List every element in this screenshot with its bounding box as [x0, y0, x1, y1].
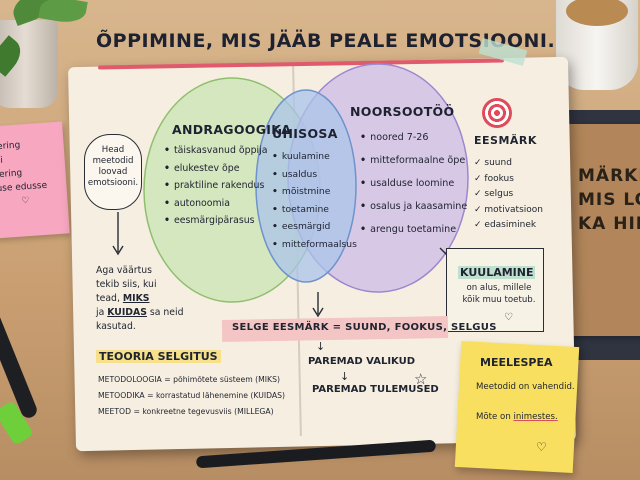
teooria-title: TEOORIA SELGITUS — [96, 350, 221, 363]
theory-item: MEETOD = konkreetne tegevusviis (MILLEGA… — [98, 407, 274, 416]
meelespea-title: MEELESPEA — [480, 356, 553, 369]
noorsootoo-list: •noored 7-26 •mitteformaalne õpe •usaldu… — [360, 126, 467, 241]
target-icon — [482, 98, 512, 128]
cloud-line: Head — [101, 145, 125, 155]
venn-down-arrow — [312, 292, 324, 318]
list-item: •eesmärgipärasus — [164, 215, 255, 226]
list-item: •eesmärgid — [272, 221, 331, 232]
checklist-item: ✓ fookus — [474, 173, 514, 184]
eesmark-title: EESMÄRK — [474, 134, 537, 147]
list-item: •arengu toetamine — [360, 224, 457, 235]
uhisosa-title: ÜHISOSA — [272, 126, 338, 141]
note-line: Aga väärtus — [96, 265, 153, 276]
cloud-arrow — [112, 212, 124, 256]
kuulamine-box — [446, 248, 544, 332]
meelespea-line: Mõte on inimestes. — [476, 412, 558, 422]
cloud-line: meetodid — [92, 156, 134, 166]
inimestes-word: inimestes. — [513, 412, 558, 422]
kuulamine-title: KUULAMINE — [458, 266, 536, 279]
list-item: •täiskasvanud õppija — [164, 145, 268, 156]
check-icon: ✓ — [474, 220, 485, 230]
list-item: •praktiline rakendus — [164, 180, 265, 191]
andragoogika-title: ANDRAGOOGIKA — [172, 122, 292, 137]
note-line: ja KUIDAS sa neid — [96, 307, 184, 318]
list-item: •kuulamine — [272, 151, 330, 162]
cover-line: MIS LO — [578, 190, 640, 210]
list-item: •mitteformaalne õpe — [360, 155, 466, 166]
theory-item: METODOLOOGIA = põhimõtete süsteem (MIKS) — [98, 375, 280, 384]
andragoogika-list: •täiskasvanud õppija •elukestev õpe •pra… — [164, 142, 268, 230]
heart-icon: ♡ — [504, 312, 513, 323]
list-item: •toetamine — [272, 203, 329, 215]
noorsootoo-title: NOORSOOTÖÖ — [350, 104, 455, 119]
thought-cloud: Head meetodid loovad emotsiooni. — [84, 134, 142, 210]
venn-circle-uhisosa — [255, 89, 357, 283]
list-item: •elukestev õpe — [164, 162, 240, 174]
flow-step-1: PAREMAD VALIKUD — [308, 356, 416, 367]
cloud-line: loovad — [98, 167, 128, 177]
list-item: •noored 7-26 — [360, 132, 429, 143]
check-icon: ✓ — [474, 173, 485, 184]
list-item: •mõistmine — [272, 186, 331, 197]
check-icon: ✓ — [474, 158, 485, 168]
page-title: ÕPPIMINE, MIS JÄÄB PEALE EMOTSIOONI. — [96, 30, 556, 52]
down-arrow-icon: ↓ — [340, 370, 350, 383]
list-item: •autonoomia — [164, 197, 230, 209]
meelespea-line: Meetodid on vahendid. — [476, 382, 575, 392]
value-note: Aga väärtus tekib siis, kui tead, MIKS j… — [96, 264, 206, 334]
note-line: tekib siis, kui — [96, 279, 157, 290]
theory-item: METOODIKA = korrastatud lähenemine (KUID… — [98, 391, 286, 400]
star-icon: ☆ — [414, 370, 428, 388]
list-item: •osalus ja kaasamine — [360, 201, 468, 212]
checklist-item: ✓ suund — [474, 158, 512, 168]
checklist-item: ✓ selgus — [474, 189, 514, 199]
heart-icon: ♡ — [536, 440, 547, 454]
list-item: •usalduse loomine — [360, 178, 455, 189]
cloud-line: emotsiooni. — [87, 178, 139, 188]
coffee — [566, 0, 628, 26]
flow-step-2: PAREMAD TULEMUSED — [312, 384, 439, 395]
brown-notebook — [566, 124, 640, 336]
miks-word: MIKS — [122, 293, 150, 304]
summary-text: SELGE EESMÄRK = SUUND, FOOKUS, SELGUS — [232, 322, 497, 333]
teooria-list: METODOLOOGIA = põhimõtete süsteem (MIKS)… — [98, 372, 285, 420]
kuulamine-text: on alus, millele kõik muu toetub. — [462, 283, 536, 305]
kuidas-word: KUIDAS — [107, 307, 147, 318]
uhisosa-list: •kuulamine •usaldus •mõistmine •toetamin… — [272, 148, 357, 253]
note-line: tead, MIKS — [96, 293, 150, 304]
cover-line: KA HIL — [578, 214, 640, 234]
list-item: •usaldus — [272, 168, 318, 180]
check-icon: ✓ — [474, 189, 485, 199]
checklist-item: ✓ edasiminek — [474, 220, 537, 230]
checklist-item: ✓ motivatsioon — [474, 204, 543, 215]
eesmark-list: ✓ suund ✓ fookus ✓ selgus ✓ motivatsioon… — [474, 156, 543, 234]
down-arrow-icon: ↓ — [316, 340, 326, 353]
check-icon: ✓ — [474, 204, 485, 215]
list-item: •mitteformaalsus — [272, 238, 357, 250]
note-line: kasutad. — [96, 321, 136, 332]
